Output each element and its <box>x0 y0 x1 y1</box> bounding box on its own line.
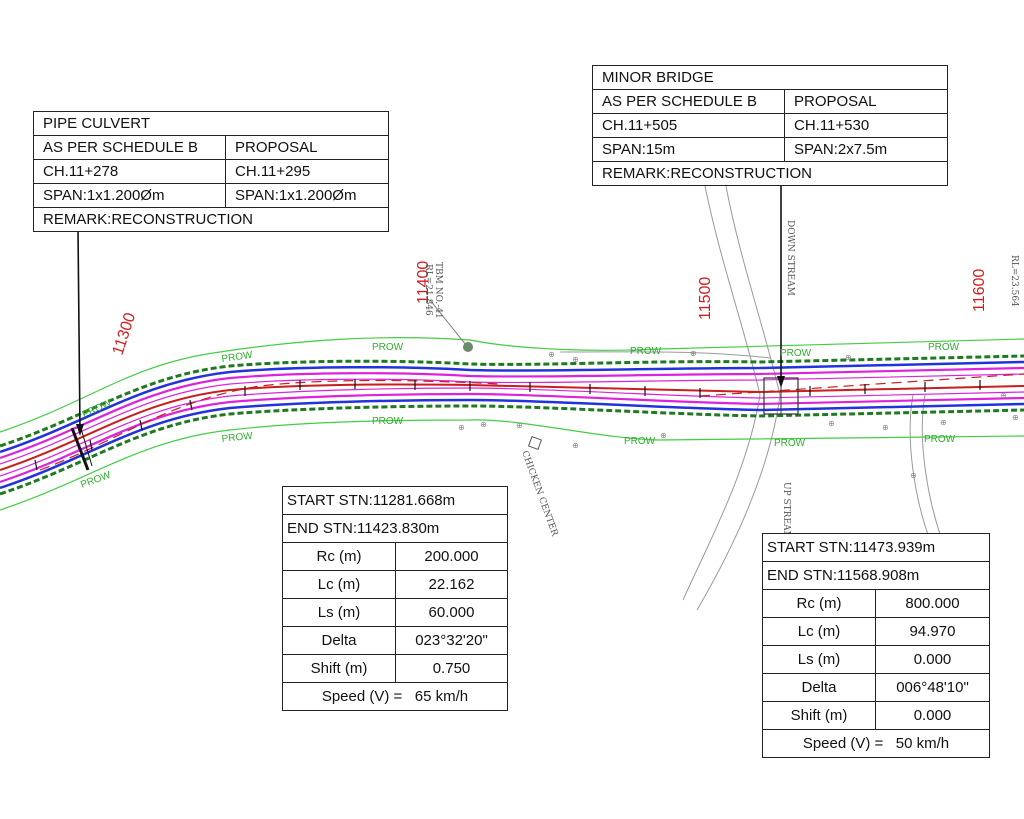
curve-1-param-label: Lc (m) <box>282 570 396 599</box>
curve-2-param-label: Delta <box>762 673 876 702</box>
curve-1-param-value: 60.000 <box>395 598 508 627</box>
tbm-rl-label: RL=21.846 <box>423 264 433 316</box>
prow-label: PROW <box>372 342 404 353</box>
svg-text:⊕: ⊕ <box>690 349 697 358</box>
svg-text:⊕: ⊕ <box>516 421 523 430</box>
chicken-center-box <box>527 435 543 451</box>
curve-2-param-label: Lc (m) <box>762 617 876 646</box>
bridge-schedule-ch: CH.11+505 <box>592 113 785 138</box>
culvert-remark: REMARK:RECONSTRUCTION <box>33 207 389 232</box>
svg-text:⊕: ⊕ <box>572 355 579 364</box>
curve-1-param-label: Rc (m) <box>282 542 396 571</box>
bridge-title: MINOR BRIDGE <box>592 65 948 90</box>
prow-label: PROW <box>924 434 956 445</box>
curve-2-param-value: 800.000 <box>875 589 990 618</box>
culvert-schedule-ch: CH.11+278 <box>33 159 226 184</box>
prow-label: PROW <box>221 431 254 445</box>
prow-label: PROW <box>774 438 806 449</box>
curve-2-param-value: 0.000 <box>875 701 990 730</box>
culvert-proposal-span: SPAN:1x1.200Øm <box>225 183 389 208</box>
culvert-proposal-ch: CH.11+295 <box>225 159 389 184</box>
bridge-proposal-ch: CH.11+530 <box>784 113 948 138</box>
svg-text:⊕: ⊕ <box>940 418 947 427</box>
chainage-label: 11400 <box>415 261 432 304</box>
level-symbols: ⊕ ⊕ ⊕ ⊕ ⊕ ⊕ ⊕ ⊕ ⊕ ⊕ ⊕ ⊕ ⊕ ⊕ ⊕ <box>458 349 1019 480</box>
prow-lines <box>0 337 1024 511</box>
svg-text:⊕: ⊕ <box>828 419 835 428</box>
bridge-remark: REMARK:RECONSTRUCTION <box>592 161 948 186</box>
minor-bridge-table: MINOR BRIDGE AS PER SCHEDULE B PROPOSAL … <box>592 65 948 186</box>
svg-text:⊕: ⊕ <box>845 353 852 362</box>
hedge-lines <box>0 354 1024 496</box>
curve-2-param-value: 94.970 <box>875 617 990 646</box>
curve-1-param-label: Delta <box>282 626 396 655</box>
curve-2-param-label: Ls (m) <box>762 645 876 674</box>
rl-label: RL=23.564 <box>1009 255 1019 307</box>
curve-2-param-value: 0.000 <box>875 645 990 674</box>
tbm-marker <box>463 342 473 352</box>
tbm-leader <box>429 299 467 346</box>
svg-text:⊕: ⊕ <box>1012 413 1019 422</box>
prow-label: PROW <box>928 342 960 353</box>
curve-2-param-value: 006°48'10" <box>875 673 990 702</box>
chainage-label: 11500 <box>697 277 714 320</box>
svg-text:⊕: ⊕ <box>548 350 555 359</box>
carriageway-lines <box>0 360 1024 490</box>
curve-1-table: START STN:11281.668m END STN:11423.830m … <box>282 486 508 711</box>
prow-label: PROW <box>630 346 662 357</box>
culvert-title: PIPE CULVERT <box>33 111 389 136</box>
chicken-center-label: CHICKEN CENTER <box>519 450 559 538</box>
curve-2-start: START STN:11473.939m <box>762 533 990 562</box>
curve-1-speed: Speed (V) = 65 km/h <box>282 682 508 711</box>
curve-1-param-label: Shift (m) <box>282 654 396 683</box>
leader-lines <box>77 183 782 431</box>
culvert-structure <box>70 424 93 471</box>
curve-2-end: END STN:11568.908m <box>762 561 990 590</box>
svg-text:⊕: ⊕ <box>660 431 667 440</box>
bridge-schedule-head: AS PER SCHEDULE B <box>592 89 785 114</box>
svg-text:⊕: ⊕ <box>572 441 579 450</box>
bridge-schedule-span: SPAN:15m <box>592 137 785 162</box>
curve-2-param-label: Rc (m) <box>762 589 876 618</box>
curve-1-end: END STN:11423.830m <box>282 514 508 543</box>
svg-text:⊕: ⊕ <box>882 423 889 432</box>
chainage-label: 11300 <box>110 311 140 358</box>
curve-1-param-value: 22.162 <box>395 570 508 599</box>
svg-text:⊕: ⊕ <box>480 420 487 429</box>
curve-1-param-value: 200.000 <box>395 542 508 571</box>
curve-1-param-value: 023°32'20" <box>395 626 508 655</box>
svg-text:⊕: ⊕ <box>910 471 917 480</box>
curve-1-start: START STN:11281.668m <box>282 486 508 515</box>
bridge-proposal-span: SPAN:2x7.5m <box>784 137 948 162</box>
chainage-ticks <box>34 379 981 471</box>
prow-label: PROW <box>221 350 254 365</box>
centerline <box>0 373 1024 471</box>
prow-label: PROW <box>372 416 404 427</box>
curve-1-param-label: Ls (m) <box>282 598 396 627</box>
bridge-proposal-head: PROPOSAL <box>784 89 948 114</box>
chainage-label: 11600 <box>971 269 988 312</box>
culvert-proposal-head: PROPOSAL <box>225 135 389 160</box>
prow-label: PROW <box>79 470 113 491</box>
curve-2-table: START STN:11473.939m END STN:11568.908m … <box>762 533 990 758</box>
up-stream-label: UP STREAM <box>781 482 791 540</box>
svg-text:⊕: ⊕ <box>1000 391 1007 400</box>
bridge-arrow <box>777 376 785 388</box>
prow-label: PROW <box>780 348 812 359</box>
pipe-culvert-table: PIPE CULVERT AS PER SCHEDULE B PROPOSAL … <box>33 111 389 232</box>
culvert-schedule-head: AS PER SCHEDULE B <box>33 135 226 160</box>
culvert-arrow <box>76 424 84 436</box>
prow-label: PROW <box>624 436 656 447</box>
down-stream-label: DOWN STREAM <box>785 220 795 296</box>
culvert-schedule-span: SPAN:1x1.200Øm <box>33 183 226 208</box>
curve-2-param-label: Shift (m) <box>762 701 876 730</box>
shoulder-lines <box>0 366 1024 484</box>
tbm-label: TBM NO.-41 <box>433 262 443 319</box>
curve-1-param-value: 0.750 <box>395 654 508 683</box>
curve-2-speed: Speed (V) = 50 km/h <box>762 729 990 758</box>
svg-text:⊕: ⊕ <box>458 423 465 432</box>
